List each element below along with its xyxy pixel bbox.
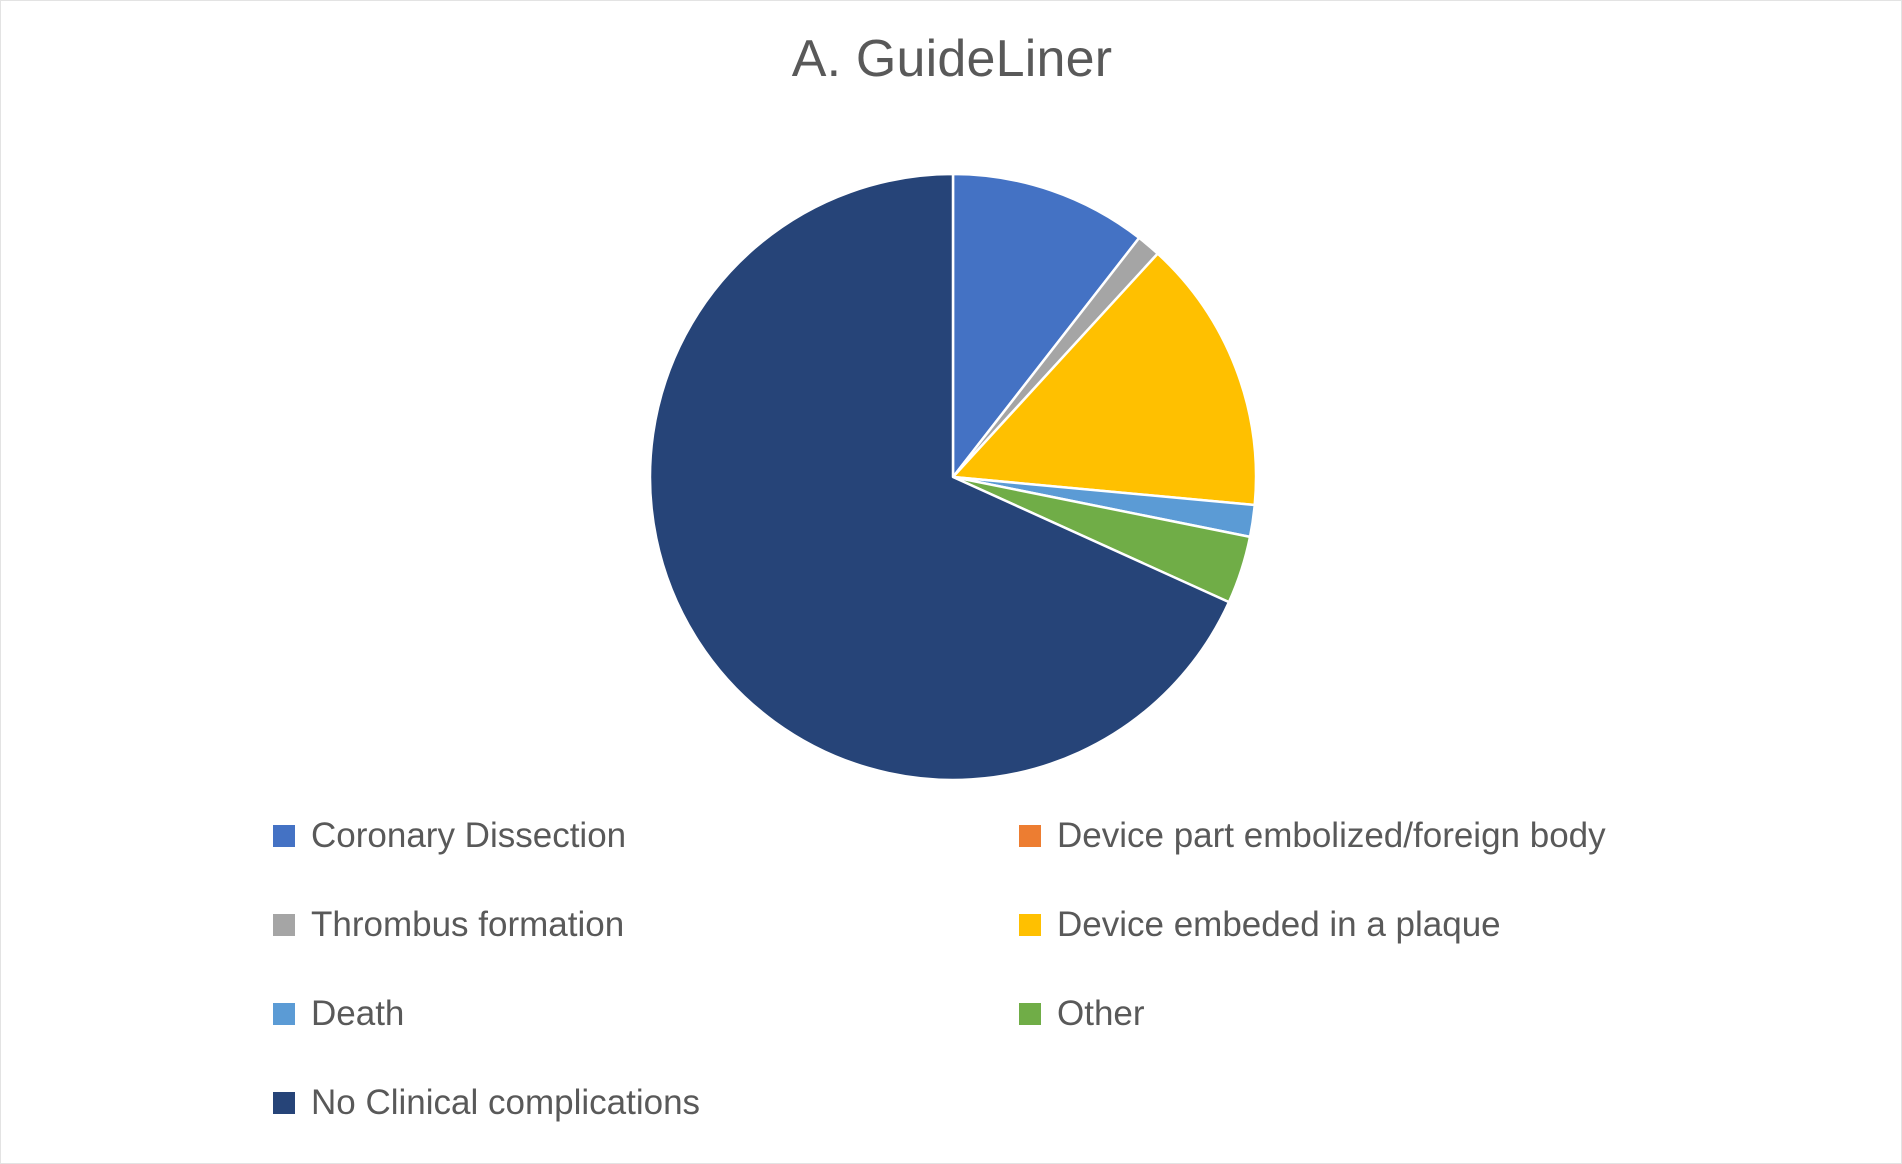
legend-label-no-clinical-complications: No Clinical complications [311,1083,701,1122]
legend-item-coronary-dissection[interactable]: Coronary Dissection [273,791,973,880]
pie-slice[interactable] [951,252,1257,507]
pie-slice-group [649,173,1257,781]
pie-chart-svg [649,173,1257,781]
pie-slice[interactable] [649,173,1231,781]
legend-item-device-part-embolized[interactable]: Device part embolized/foreign body [1019,791,1819,880]
chart-title: A. GuideLiner [791,30,1113,88]
legend-label-thrombus-formation: Thrombus formation [311,905,625,944]
legend-column-right: Device part embolized/foreign body Devic… [1019,791,1819,1058]
legend-swatch-device-part-embolized [1019,824,1041,847]
legend-label-device-embeded-plaque: Device embeded in a plaque [1057,905,1501,944]
legend-swatch-device-embeded-plaque [1019,913,1041,936]
pie-chart-plot-area [1,1,1901,801]
legend-item-thrombus-formation[interactable]: Thrombus formation [273,880,973,969]
legend-swatch-death [273,1002,295,1025]
chart-legend: Coronary Dissection Thrombus formation D… [1,791,1901,1121]
legend-label-device-part-embolized: Device part embolized/foreign body [1057,816,1606,855]
legend-label-death: Death [311,994,405,1033]
legend-label-coronary-dissection: Coronary Dissection [311,816,627,855]
legend-item-no-clinical-complications[interactable]: No Clinical complications [273,1058,973,1147]
legend-column-left: Coronary Dissection Thrombus formation D… [273,791,973,1147]
legend-item-other[interactable]: Other [1019,969,1819,1058]
pie-slice[interactable] [951,173,1141,479]
legend-item-death[interactable]: Death [273,969,973,1058]
legend-swatch-other [1019,1002,1041,1025]
legend-swatch-thrombus-formation [273,913,295,936]
legend-swatch-no-clinical-complications [273,1091,295,1114]
legend-label-other: Other [1057,994,1145,1033]
legend-item-device-embeded-plaque[interactable]: Device embeded in a plaque [1019,880,1819,969]
legend-swatch-coronary-dissection [273,824,295,847]
